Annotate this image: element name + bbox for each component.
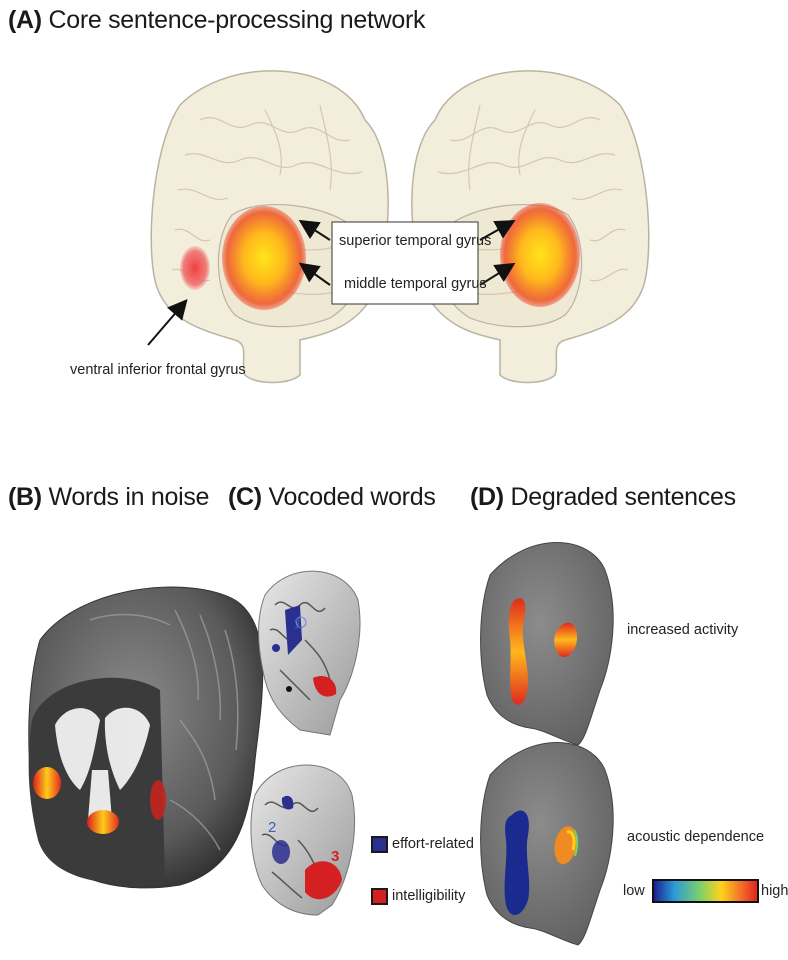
colorbar <box>653 880 758 902</box>
brain-acoustic-dependence <box>481 743 614 946</box>
label-increased-activity: increased activity <box>627 622 738 638</box>
colorbar-high-label: high <box>761 883 788 899</box>
colorbar-low-label: low <box>623 883 645 899</box>
label-acoustic-dependence: acoustic dependence <box>627 829 764 845</box>
brain-increased-activity <box>481 543 614 746</box>
